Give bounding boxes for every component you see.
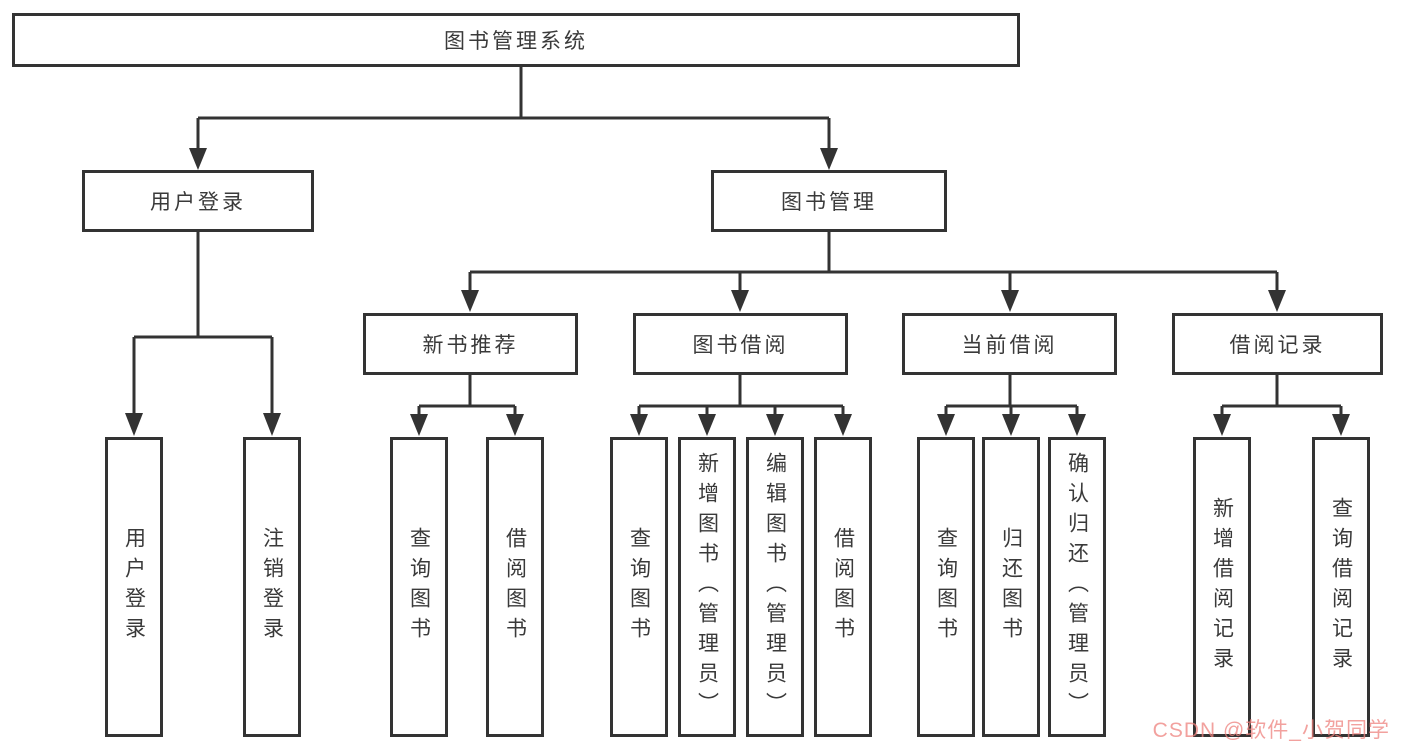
arrowhead <box>834 414 852 436</box>
node-book-management: 图书管理 <box>711 170 947 232</box>
leaf-return-books-label: 归还图书 <box>999 527 1023 647</box>
leaf-confirm-return-admin-label: 确认归还（管理员） <box>1065 452 1089 722</box>
arrowhead <box>1002 414 1020 436</box>
leaf-add-borrow-record: 新增借阅记录 <box>1193 437 1251 737</box>
leaf-query-books-2: 查询图书 <box>610 437 668 737</box>
node-user-login: 用户登录 <box>82 170 314 232</box>
arrowhead <box>1001 290 1019 312</box>
leaf-user-login-label: 用户登录 <box>122 527 146 647</box>
arrowhead <box>461 290 479 312</box>
arrowhead <box>698 414 716 436</box>
connector-root-to-branches <box>196 67 831 150</box>
node-new-book-recommend: 新书推荐 <box>363 313 578 375</box>
node-root-label: 图书管理系统 <box>444 30 588 53</box>
watermark-text: CSDN @软件_小贺同学 <box>1152 719 1390 742</box>
node-current-borrow-label: 当前借阅 <box>961 334 1058 357</box>
node-book-management-label: 图书管理 <box>781 191 877 214</box>
leaf-borrow-books-1-label: 借阅图书 <box>503 527 527 647</box>
leaf-confirm-return-admin: 确认归还（管理员） <box>1048 437 1106 737</box>
leaf-logout-label: 注销登录 <box>260 527 284 647</box>
arrowhead <box>937 414 955 436</box>
node-borrow-records-label: 借阅记录 <box>1229 334 1326 357</box>
leaf-query-books-2-label: 查询图书 <box>627 527 651 647</box>
connector-current-borrow-to-leaves <box>944 375 1079 414</box>
leaf-query-borrow-record-label: 查询借阅记录 <box>1329 497 1353 677</box>
arrowhead <box>263 413 281 436</box>
leaf-logout: 注销登录 <box>243 437 301 737</box>
leaf-add-books-admin: 新增图书（管理员） <box>678 437 736 737</box>
node-new-book-recommend-label: 新书推荐 <box>422 334 519 357</box>
leaf-add-borrow-record-label: 新增借阅记录 <box>1210 497 1234 677</box>
connector-book-management-to-sections <box>468 232 1279 290</box>
node-current-borrow: 当前借阅 <box>902 313 1117 375</box>
leaf-query-books-1-label: 查询图书 <box>407 527 431 647</box>
node-book-borrow-label: 图书借阅 <box>692 334 789 357</box>
arrowhead <box>1268 290 1286 312</box>
connector-user-login-to-leaves <box>132 232 274 413</box>
leaf-query-books-3-label: 查询图书 <box>934 527 958 647</box>
node-book-borrow: 图书借阅 <box>633 313 848 375</box>
connector-new-book-recommend-to-leaves <box>417 375 517 414</box>
connector-borrow-records-to-leaves <box>1220 375 1343 414</box>
arrowhead <box>766 414 784 436</box>
connector-book-borrow-to-leaves <box>637 375 845 414</box>
leaf-borrow-books-2-label: 借阅图书 <box>831 527 855 647</box>
leaf-borrow-books-2: 借阅图书 <box>814 437 872 737</box>
arrowhead <box>1213 414 1231 436</box>
node-borrow-records: 借阅记录 <box>1172 313 1383 375</box>
leaf-add-books-admin-label: 新增图书（管理员） <box>695 452 719 722</box>
leaf-return-books: 归还图书 <box>982 437 1040 737</box>
leaf-query-books-3: 查询图书 <box>917 437 975 737</box>
node-user-login-label: 用户登录 <box>150 191 246 214</box>
leaf-borrow-books-1: 借阅图书 <box>486 437 544 737</box>
arrowhead <box>506 414 524 436</box>
leaf-edit-books-admin-label: 编辑图书（管理员） <box>763 452 787 722</box>
arrowhead <box>820 148 838 170</box>
arrowhead <box>125 413 143 436</box>
arrowhead <box>410 414 428 436</box>
leaf-query-borrow-record: 查询借阅记录 <box>1312 437 1370 737</box>
node-root: 图书管理系统 <box>12 13 1020 67</box>
arrowhead <box>1068 414 1086 436</box>
arrowhead <box>731 290 749 312</box>
leaf-edit-books-admin: 编辑图书（管理员） <box>746 437 804 737</box>
leaf-user-login: 用户登录 <box>105 437 163 737</box>
arrowhead <box>630 414 648 436</box>
arrowhead <box>1332 414 1350 436</box>
leaf-query-books-1: 查询图书 <box>390 437 448 737</box>
arrowhead <box>189 148 207 170</box>
